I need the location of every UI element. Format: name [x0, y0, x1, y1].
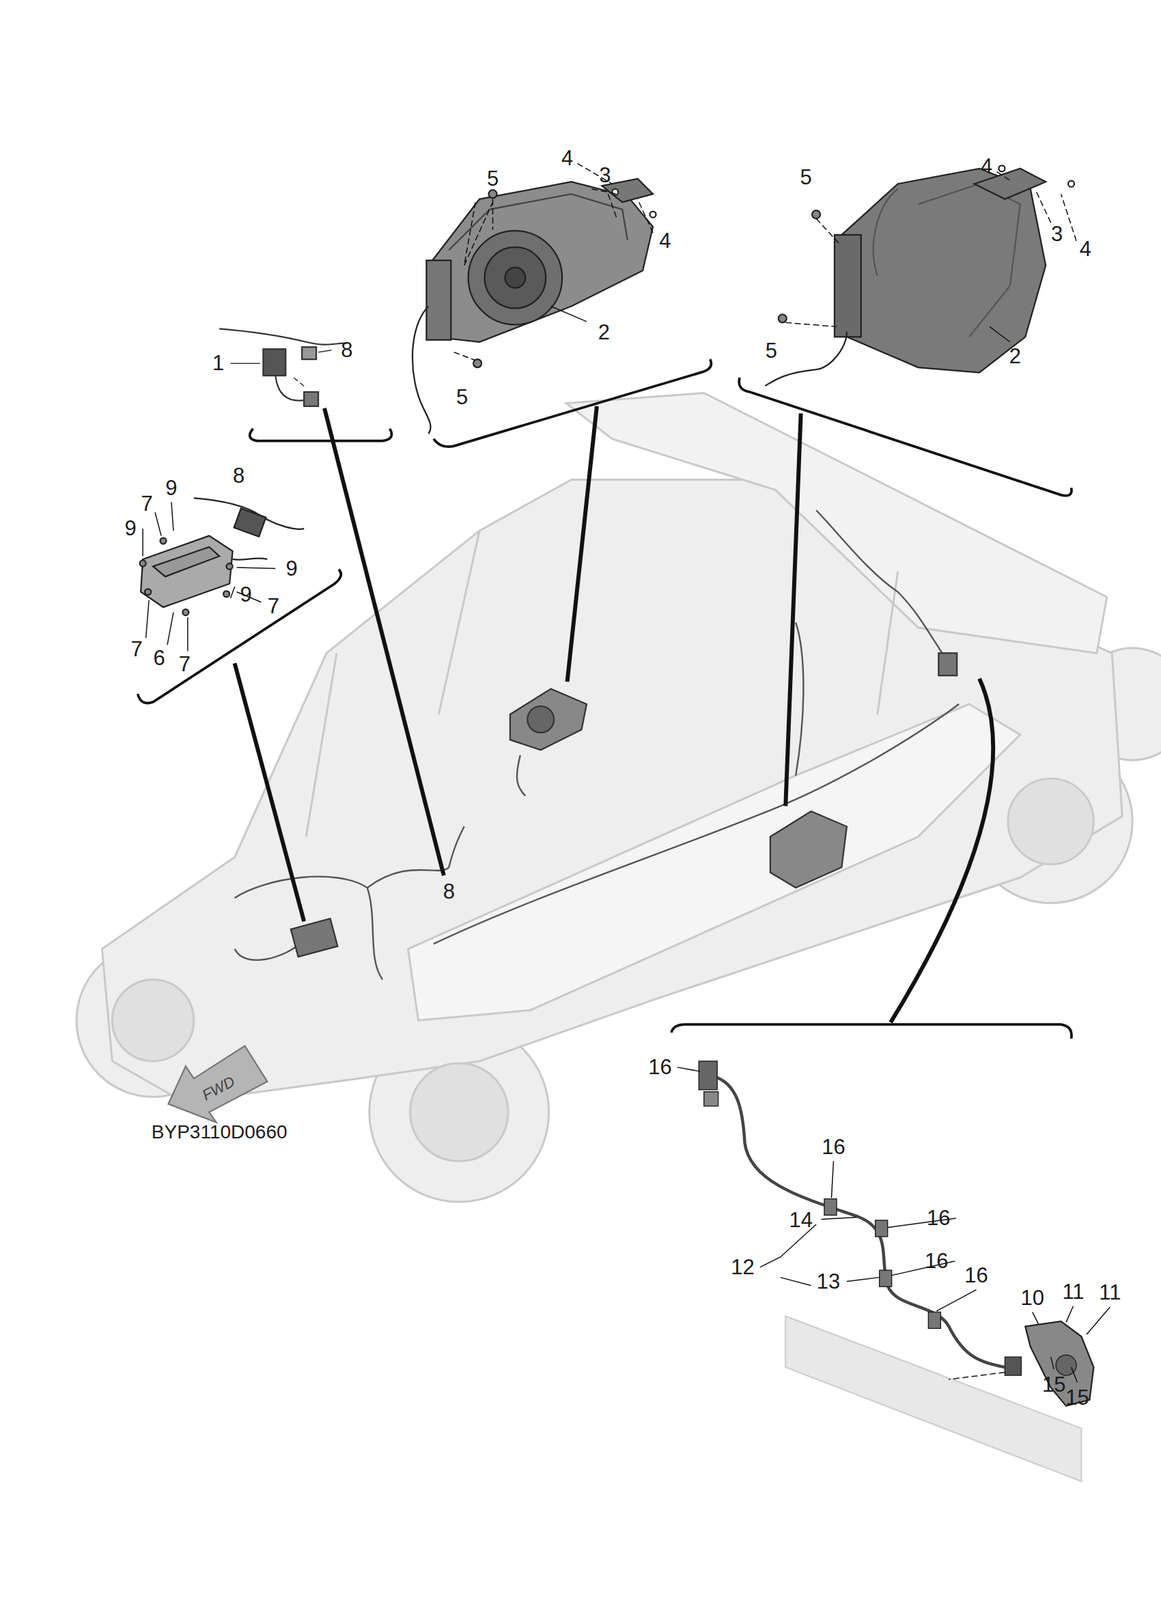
- callout-number: 9: [286, 557, 298, 580]
- callout-number: 14: [788, 1209, 813, 1231]
- callout-number: 9: [165, 477, 177, 499]
- callout-number: 4: [659, 230, 671, 252]
- callout-number: 12: [730, 1256, 754, 1278]
- callout-number: 16: [964, 1264, 988, 1286]
- callout-number: 15: [1042, 1374, 1066, 1396]
- diagram-code: BYP3110D0660: [151, 1122, 288, 1142]
- callout-number: 3: [1051, 223, 1063, 245]
- callout-number: 8: [232, 465, 245, 487]
- callout-number: 11: [1098, 1281, 1121, 1304]
- callout-number: 13: [816, 1270, 841, 1293]
- callout-number: 4: [1079, 238, 1092, 260]
- callout-number: 5: [765, 340, 778, 362]
- callout-number: 5: [456, 386, 468, 408]
- callout-number: 9: [124, 517, 137, 539]
- callout-number: 15: [1065, 1387, 1089, 1409]
- callout-number: 8: [340, 339, 353, 361]
- callout-number: 1: [212, 352, 225, 374]
- callout-number: 7: [131, 638, 143, 660]
- callout-number: 4: [980, 155, 993, 177]
- callout-number: 3: [598, 164, 611, 186]
- callout-number: 16: [648, 1056, 672, 1078]
- callout-number: 5: [800, 166, 813, 188]
- callout-number: 7: [140, 493, 153, 515]
- callout-number: 8: [443, 880, 455, 903]
- callout-number: 16: [926, 1207, 950, 1229]
- callout-number: 2: [1009, 345, 1021, 367]
- callout-number: 9: [239, 583, 252, 606]
- callout-number: 7: [267, 595, 280, 617]
- callout-number: 10: [1020, 1287, 1045, 1309]
- callout-number: 16: [821, 1136, 845, 1158]
- callout-number: 2: [598, 321, 610, 343]
- callout-number: 16: [924, 1250, 948, 1272]
- callout-number: 11: [1061, 1281, 1084, 1303]
- callout-number: 7: [178, 653, 191, 675]
- callout-number: 5: [486, 168, 499, 190]
- callout-number: 4: [561, 147, 573, 169]
- callout-number: 6: [152, 647, 165, 669]
